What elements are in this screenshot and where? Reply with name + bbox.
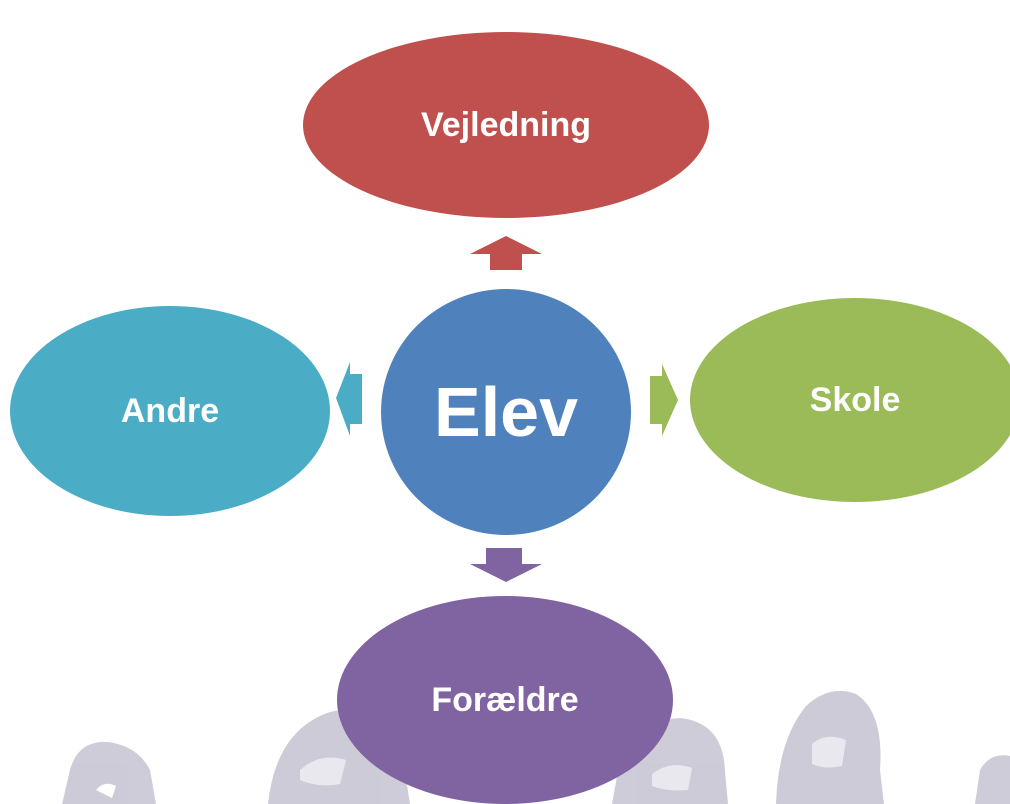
node-skole: Skole bbox=[690, 298, 1010, 502]
node-vejledning: Vejledning bbox=[303, 32, 709, 218]
arrow-left-to-andre bbox=[336, 362, 362, 436]
node-vejledning-label: Vejledning bbox=[420, 106, 592, 144]
arrow-down-to-foraeldre bbox=[470, 548, 542, 582]
arrow-right-to-skole bbox=[650, 364, 678, 436]
node-foraeldre-label: Forældre bbox=[431, 681, 579, 719]
node-elev-center: Elev bbox=[378, 286, 634, 538]
node-skole-label: Skole bbox=[809, 381, 901, 419]
node-foraeldre: Forældre bbox=[337, 596, 673, 804]
arrow-up-to-vejledning bbox=[470, 236, 542, 270]
node-elev-label: Elev bbox=[434, 373, 578, 451]
node-andre: Andre bbox=[10, 306, 330, 516]
node-andre-label: Andre bbox=[120, 392, 220, 430]
